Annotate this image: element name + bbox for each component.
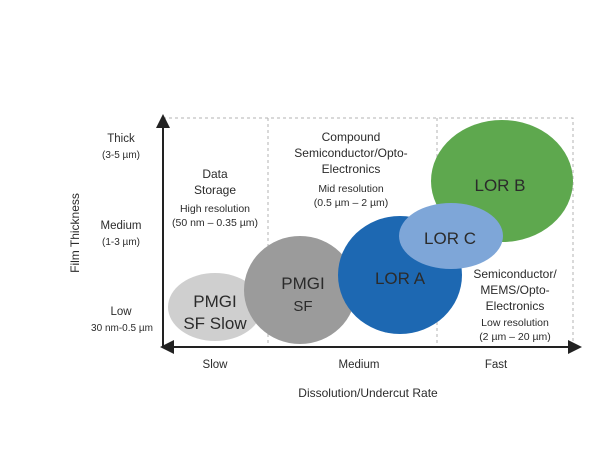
compound-range: (0.5 µm – 2 µm) xyxy=(314,197,389,209)
x-axis-title: Dissolution/Undercut Rate xyxy=(298,386,438,400)
semiconductor-resolution: Low resolution xyxy=(481,317,549,329)
y-level-medium: Medium xyxy=(101,220,142,232)
label-lor-c: LOR C xyxy=(424,229,476,248)
x-level-fast: Fast xyxy=(485,359,508,371)
data-storage-range: (50 nm – 0.35 µm) xyxy=(172,217,258,229)
y-level-medium-range: (1-3 µm) xyxy=(102,237,140,248)
label-pmgi-sf-slow-line1: PMGI xyxy=(193,292,236,311)
semiconductor-title-line2: MEMS/Opto- xyxy=(480,283,549,297)
label-pmgi-sf-line2: SF xyxy=(293,298,312,315)
y-level-thick-range: (3-5 µm) xyxy=(102,150,140,161)
semiconductor-title-line1: Semiconductor/ xyxy=(473,267,557,281)
bubble-pmgi-sf-slow xyxy=(168,273,262,341)
compound-title-line1: Compound xyxy=(322,130,381,144)
x-level-slow: Slow xyxy=(203,359,229,371)
y-level-thick: Thick xyxy=(107,133,135,145)
label-pmgi-sf-slow-line2: SF Slow xyxy=(183,314,247,333)
data-storage-title-line1: Data xyxy=(202,167,228,181)
semiconductor-title-line3: Electronics xyxy=(486,299,545,313)
y-axis-title: Film Thickness xyxy=(68,193,82,273)
semiconductor-range: (2 µm – 20 µm) xyxy=(479,331,551,343)
y-level-low-range: 30 nm-0.5 µm xyxy=(91,323,153,334)
x-level-medium: Medium xyxy=(339,359,380,371)
label-lor-b: LOR B xyxy=(474,176,525,195)
bubble-lor-c xyxy=(399,203,503,269)
compound-title-line2: Semiconductor/Opto- xyxy=(294,146,407,160)
data-storage-resolution: High resolution xyxy=(180,203,250,215)
compound-resolution: Mid resolution xyxy=(318,183,384,195)
data-storage-title-line2: Storage xyxy=(194,183,236,197)
compound-title-line3: Electronics xyxy=(322,162,381,176)
bubble-pmgi-sf xyxy=(244,236,356,344)
y-level-low: Low xyxy=(110,306,132,318)
label-lor-a: LOR A xyxy=(375,269,426,288)
label-pmgi-sf-line1: PMGI xyxy=(281,274,324,293)
chart-frame xyxy=(162,117,574,348)
